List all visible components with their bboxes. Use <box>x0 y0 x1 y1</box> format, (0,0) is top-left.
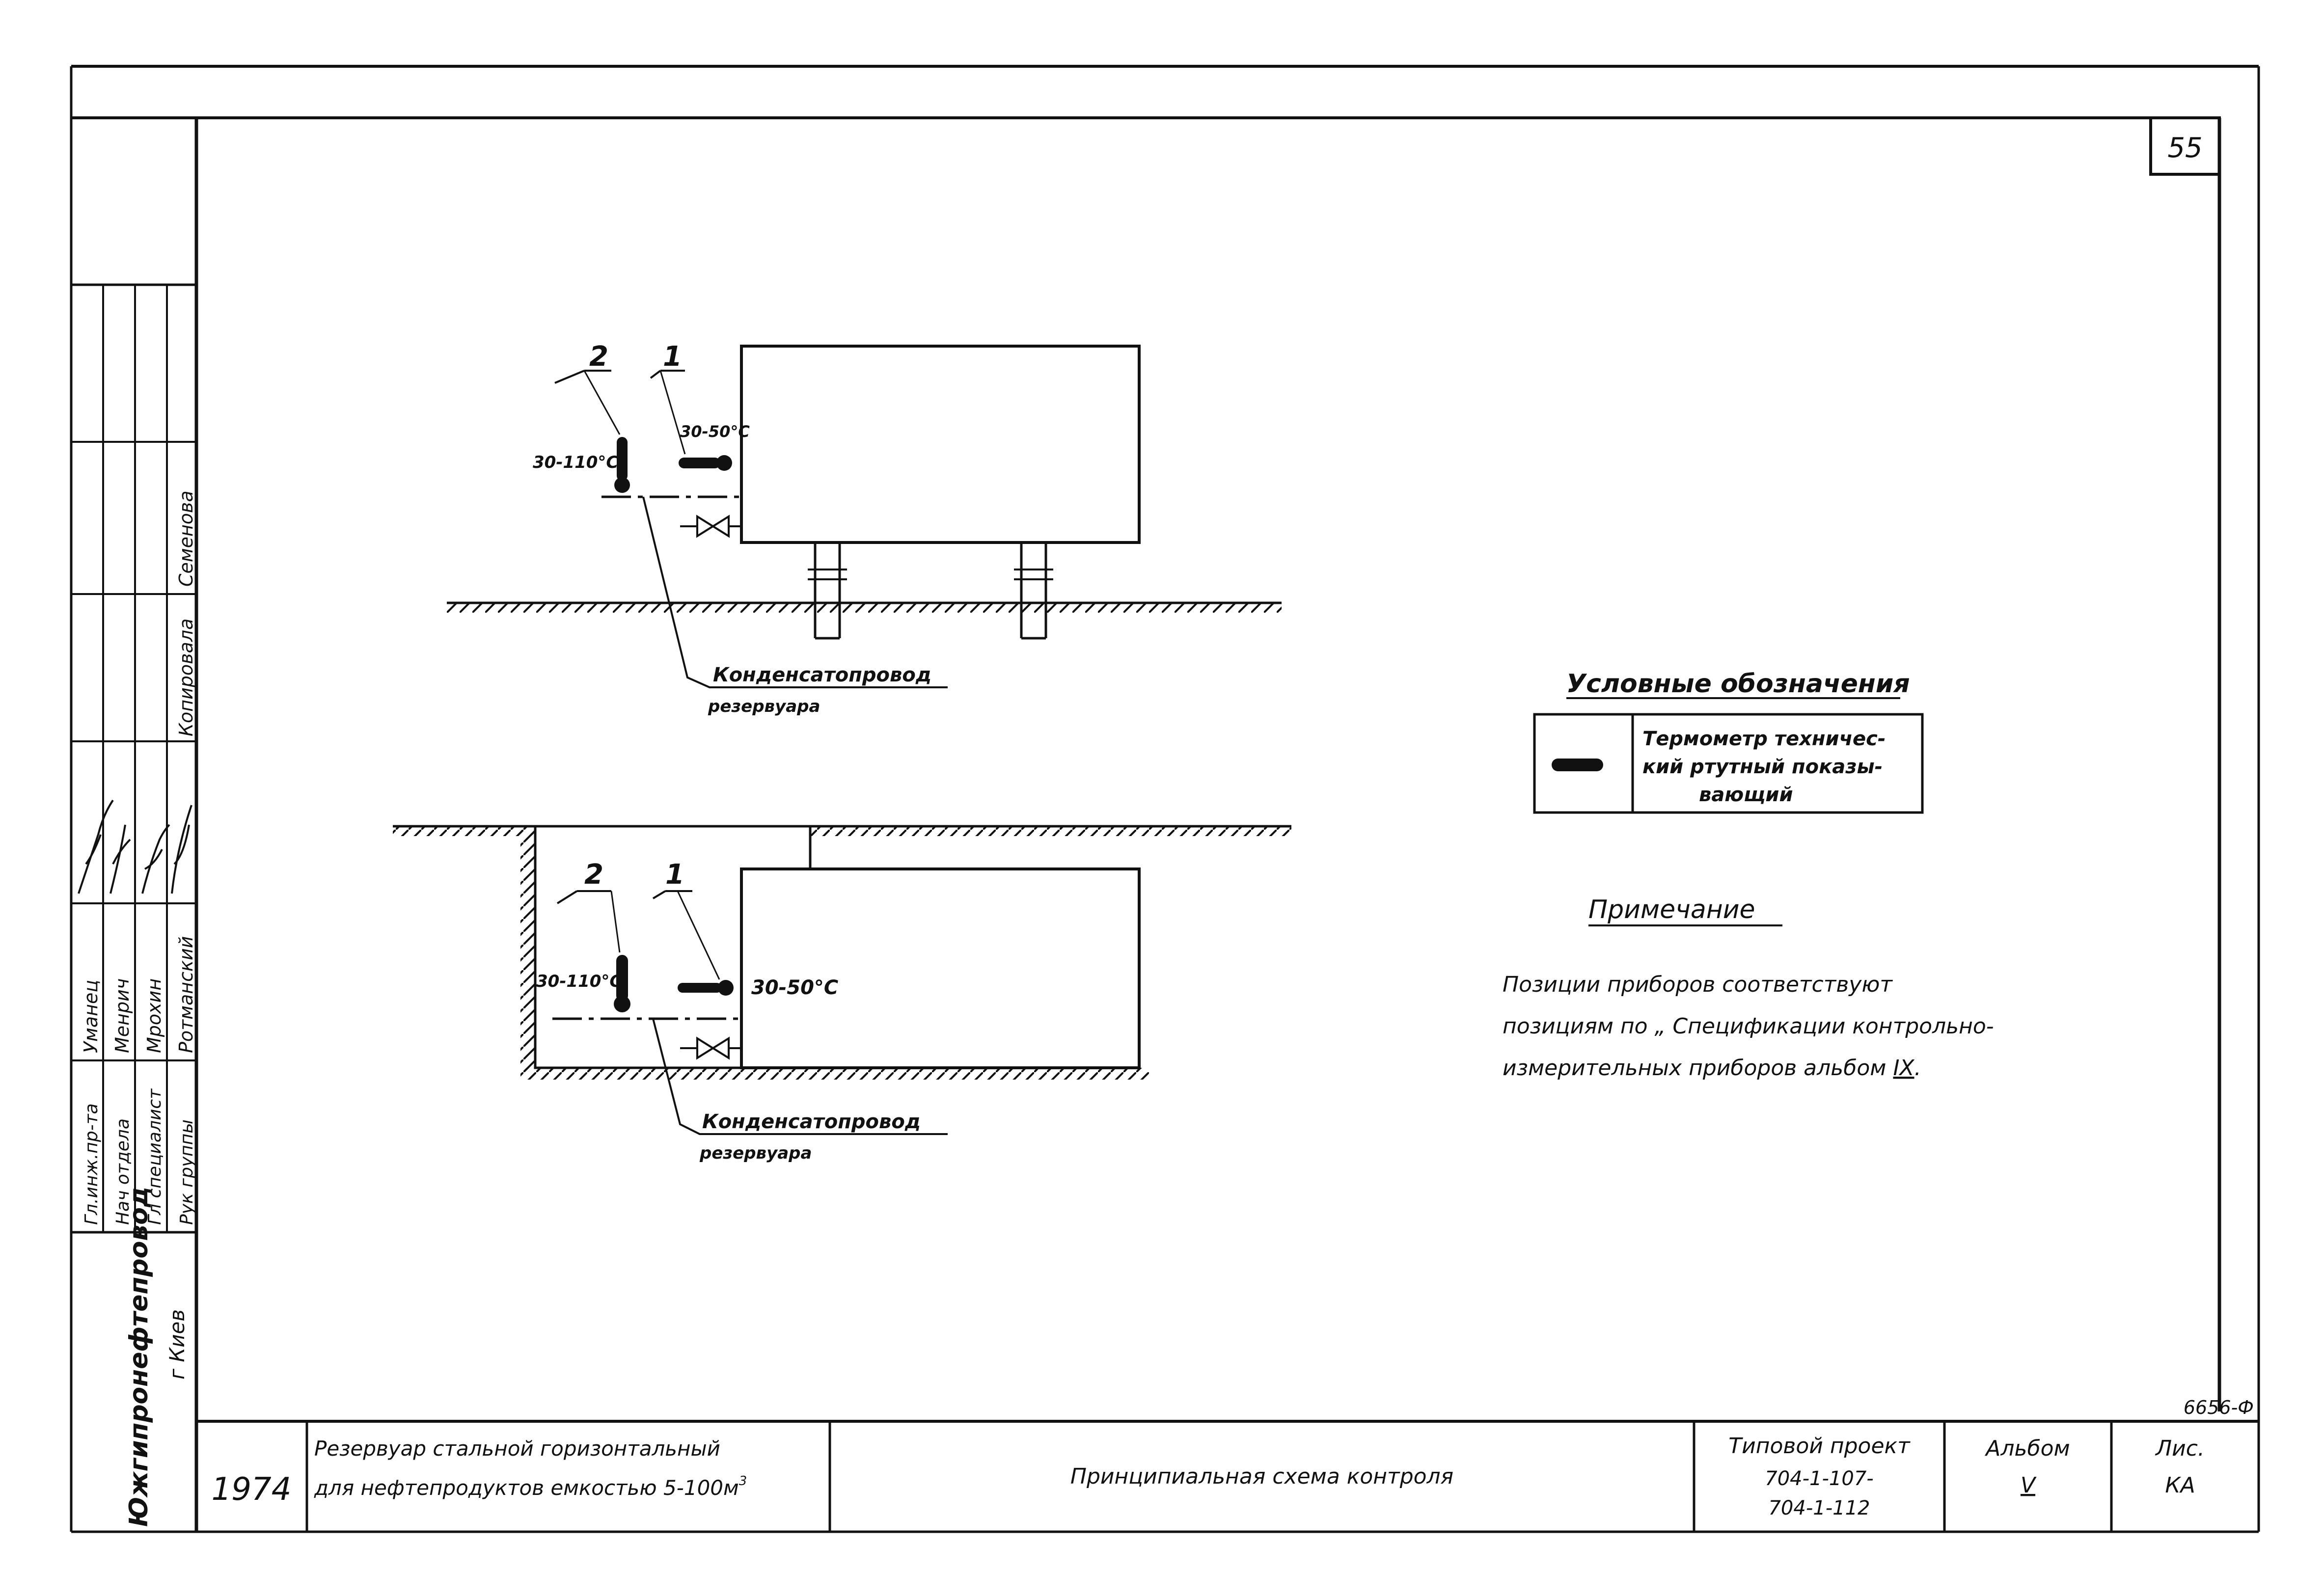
ground-line <box>447 603 1282 613</box>
pipe-label-line-2: резервуара <box>699 1143 812 1163</box>
temperature-label-1: 30-50°C <box>751 976 838 999</box>
callout-2: 2 <box>584 859 603 891</box>
sheet-frame <box>70 65 2260 1533</box>
stamp-role-2: Нач отдела <box>113 1118 133 1225</box>
note-title: Примечание <box>1588 895 1755 924</box>
note-line-3-text: измерительных приборов альбом <box>1503 1056 1893 1081</box>
ground-line <box>810 826 1291 836</box>
sheet-number: 55 <box>2167 132 2202 164</box>
tank-body <box>740 867 1141 1069</box>
stamp-role-4: Рук группы <box>177 1119 197 1225</box>
pit-wall-hatch <box>520 826 535 1072</box>
pipe-label-line-1: Конденсатопровод <box>713 664 931 686</box>
callout-2: 2 <box>589 341 608 373</box>
legend-line-3: вающий <box>1699 784 1793 806</box>
stamp-name-2: Менрич <box>111 978 133 1053</box>
stamp-role-1: Гл.инж.пр-та <box>82 1103 102 1225</box>
callout-1: 1 <box>663 341 682 373</box>
signatures <box>78 799 192 894</box>
album-label: Альбом <box>1984 1436 2070 1461</box>
org-city: г Киев <box>165 1309 189 1380</box>
stamp-name-4: Ротманский <box>175 936 197 1053</box>
copied-name: Семенова <box>175 490 197 587</box>
object-unit-superscript: 3 <box>739 1474 747 1489</box>
album-reference: IX <box>1893 1056 1914 1081</box>
thermometer-icon <box>1552 759 1603 771</box>
tank-support-left <box>808 542 847 640</box>
thermometer-icon <box>614 955 630 1012</box>
pipe-label-line-1: Конденсатопровод <box>702 1111 921 1133</box>
note-line-3-end: . <box>1914 1056 1921 1081</box>
thermometer-icon <box>614 437 630 493</box>
legend-line-1: Термометр техничес- <box>1642 728 1886 750</box>
pipe-leader-line <box>642 496 948 688</box>
legend: Условные обозначения Термометр техничес-… <box>1533 669 1924 814</box>
pipe-leader-line <box>652 1018 948 1135</box>
copied-label: Копировала <box>175 619 197 736</box>
thermometer-icon <box>678 980 734 996</box>
drain-valve <box>680 1036 741 1060</box>
drawing-code: 6656-Ф <box>2184 1397 2254 1418</box>
org-name: Южгипронефтепровод <box>124 1187 154 1527</box>
top-scheme: Конденсатопровод резервуара 30-110°C 2 3… <box>447 341 1282 716</box>
stamp-name-1: Уманец <box>80 980 102 1053</box>
pit-outline <box>534 826 1139 1069</box>
pipe-label-line-2: резервуара <box>708 697 820 716</box>
legend-title: Условные обозначения <box>1566 669 1910 699</box>
sheet-label: Лис. <box>2155 1436 2205 1461</box>
tank-support-right <box>1014 542 1053 640</box>
side-stamp: Гл.инж.пр-та Нач отдела Гл специалист Ру… <box>71 283 197 1527</box>
project-number-1: 704-1-107- <box>1765 1467 1873 1490</box>
ground-line <box>393 826 535 836</box>
bottom-scheme: Конденсатопровод резервуара 30-110°C 2 3… <box>393 825 1291 1163</box>
note: Примечание Позиции приборов соответствую… <box>1503 895 1994 1081</box>
object-line-1: Резервуар стальной горизонтальный <box>314 1436 720 1461</box>
project-number-2: 704-1-112 <box>1768 1497 1870 1519</box>
year: 1974 <box>212 1471 292 1508</box>
note-line-3: измерительных приборов альбом IX. <box>1503 1056 1921 1081</box>
sheet-number-box: 55 <box>2149 116 2221 176</box>
pit-floor-hatch <box>520 1068 1149 1080</box>
callout-1: 1 <box>665 859 684 891</box>
object-line-2: для нефтепродуктов емкостью 5-100м3 <box>314 1474 747 1500</box>
tank-body <box>740 345 1141 544</box>
temperature-label-1: 30-50°C <box>680 422 750 441</box>
object-line-2-text: для нефтепродуктов емкостью 5-100м <box>314 1476 739 1500</box>
temperature-label-2: 30-110°C <box>533 453 618 472</box>
note-line-2: позициям по „ Спецификации контрольно- <box>1503 1014 1994 1039</box>
project-label: Типовой проект <box>1728 1434 1911 1459</box>
sheet-value: КА <box>2165 1473 2195 1498</box>
temperature-label-2: 30-110°C <box>536 972 622 991</box>
drawing-title: Принципиальная схема контроля <box>1070 1464 1453 1489</box>
thermometer-icon <box>679 455 732 471</box>
note-line-1: Позиции приборов соответствуют <box>1503 972 1893 997</box>
title-block: 6656-Ф 1974 Резервуар стальной горизонта… <box>196 1397 2259 1532</box>
legend-line-2: кий ртутный показы- <box>1642 756 1883 778</box>
stamp-role-3: Гл специалист <box>145 1088 165 1225</box>
drain-valve <box>680 515 741 538</box>
album-value: V <box>2021 1473 2037 1498</box>
stamp-name-3: Мрохин <box>143 978 165 1053</box>
